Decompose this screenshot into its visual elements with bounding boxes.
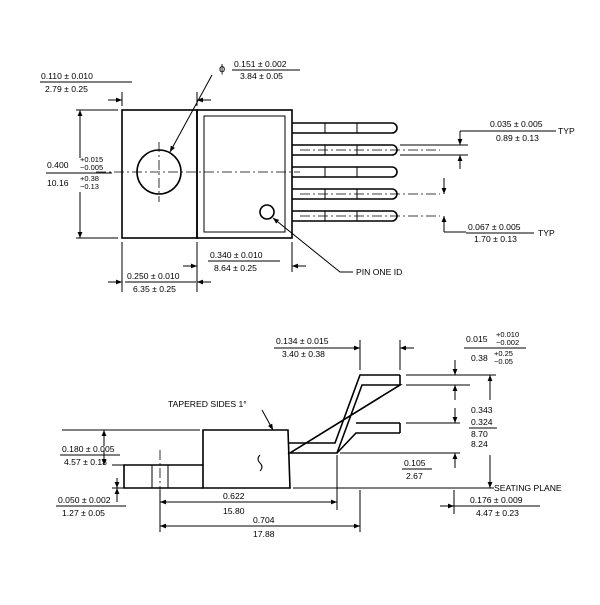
lead-width-inch: 0.035 ± 0.005 xyxy=(490,119,543,129)
tab-thickness-inch: 0.050 ± 0.002 xyxy=(58,495,111,505)
lead-tip-offset-inch: 0.176 ± 0.009 xyxy=(470,495,523,505)
lead-1 xyxy=(292,122,398,134)
dim-lead-height: 0.343 0.324 8.70 8.24 xyxy=(469,375,497,488)
pin-one-label: PIN ONE ID xyxy=(356,267,402,277)
body-length-inch: 0.340 ± 0.010 xyxy=(210,250,263,260)
lead-pitch-mm: 1.70 ± 0.13 xyxy=(474,234,517,244)
lead-thickness-mm-tol-minus: −0.05 xyxy=(494,357,513,366)
standoff-inch: 0.105 xyxy=(404,458,426,468)
lead-height-inch-a: 0.343 xyxy=(471,405,493,415)
side-body-outline xyxy=(202,429,291,489)
lead-height-inch-b: 0.324 xyxy=(471,417,493,427)
lead-thickness-inch: 0.015 xyxy=(466,334,488,344)
lead-thickness-inch-tol-minus: −0.002 xyxy=(496,338,519,347)
lead-width-mm: 0.89 ± 0.13 xyxy=(496,133,539,143)
pin-one-marker xyxy=(259,204,275,220)
dim-lead-pitch: 0.067 ± 0.005 1.70 ± 0.13 TYP xyxy=(441,178,555,244)
lead-thickness-inch-tol-plus: +0.010 xyxy=(496,330,519,339)
dim-body-to-lead: 0.622 15.80 xyxy=(159,455,338,532)
dim-total-length: 0.704 17.88 xyxy=(160,490,361,539)
mounting-tab-outline xyxy=(121,109,198,239)
dim-body-length: 0.340 ± 0.010 8.64 ± 0.25 xyxy=(183,242,306,273)
total-length-inch: 0.704 xyxy=(253,515,275,525)
lead-pitch-inch: 0.067 ± 0.005 xyxy=(468,222,521,232)
pin-one-callout: PIN ONE ID xyxy=(272,217,402,277)
body-height-inch-tol-plus: +0.015 xyxy=(80,155,103,164)
lead-thickness-mm-tol-plus: +0.25 xyxy=(494,349,513,358)
side-lead-lower xyxy=(287,384,403,454)
dim-hole-diameter: ϕ 0.151 ± 0.002 3.84 ± 0.05 xyxy=(169,59,300,153)
dim-body-thickness: 0.180 ± 0.005 4.57 ± 0.13 xyxy=(60,429,200,467)
body-height-mm-tol-plus: +0.38 xyxy=(80,174,99,183)
body-length-mm: 8.64 ± 0.25 xyxy=(214,263,257,273)
side-lead-upper xyxy=(288,374,400,444)
body-height-mm-tol-minus: −0.13 xyxy=(80,182,99,191)
body-thickness-mm: 4.57 ± 0.13 xyxy=(64,457,107,467)
dim-body-height: 0.400 +0.015 −0.005 10.16 +0.38 −0.13 xyxy=(46,109,118,239)
lead-height-mm-b: 8.24 xyxy=(471,439,488,449)
body-height-inch: 0.400 xyxy=(47,160,69,170)
lead-pitch-typ: TYP xyxy=(538,228,555,238)
body-thickness-inch: 0.180 ± 0.005 xyxy=(62,444,115,454)
body-to-lead-mm: 15.80 xyxy=(223,506,245,516)
body-to-lead-inch: 0.622 xyxy=(223,491,245,501)
hole-diameter-mm: 3.84 ± 0.05 xyxy=(240,71,283,81)
dim-lead-width: 0.035 ± 0.005 0.89 ± 0.13 TYP xyxy=(400,119,575,169)
tab-width-inch: 0.110 ± 0.010 xyxy=(41,71,93,81)
dim-lead-tip-offset: 0.176 ± 0.009 4.47 ± 0.23 xyxy=(440,490,540,518)
hole-offset-inch: 0.250 ± 0.010 xyxy=(127,271,180,281)
side-lead-return xyxy=(336,432,400,454)
dim-tab-width: 0.110 ± 0.010 2.79 ± 0.25 xyxy=(40,71,211,106)
lead-tip-offset-mm: 4.47 ± 0.23 xyxy=(476,508,519,518)
lead-offset-mm: 3.40 ± 0.38 xyxy=(282,349,325,359)
tab-thickness-mm: 1.27 ± 0.05 xyxy=(62,508,105,518)
side-tab-outline xyxy=(123,464,203,489)
body-height-inch-tol-minus: −0.005 xyxy=(80,163,103,172)
lead-3 xyxy=(292,166,398,178)
lead-thickness-mm: 0.38 xyxy=(471,353,488,363)
lead-offset-inch: 0.134 ± 0.015 xyxy=(276,336,329,346)
package-body-outline xyxy=(196,109,293,239)
tab-width-mm: 2.79 ± 0.25 xyxy=(45,84,88,94)
taper-symbol xyxy=(257,454,263,472)
dim-lead-thickness: 0.015 +0.010 −0.002 0.38 +0.25 −0.05 xyxy=(406,330,526,400)
seating-plane-label: SEATING PLANE xyxy=(494,483,562,493)
dim-standoff: 0.105 2.67 xyxy=(340,408,460,481)
tapered-sides-label: TAPERED SIDES 1° xyxy=(168,399,247,409)
total-length-mm: 17.88 xyxy=(253,529,275,539)
dim-hole-offset: 0.250 ± 0.010 6.35 ± 0.25 xyxy=(108,242,211,294)
diameter-symbol: ϕ xyxy=(219,63,225,75)
side-view: 0.134 ± 0.015 3.40 ± 0.38 0.015 +0.010 −… xyxy=(56,330,562,539)
hole-offset-mm: 6.35 ± 0.25 xyxy=(133,284,176,294)
lead-width-typ: TYP xyxy=(558,126,575,136)
leads xyxy=(292,122,440,222)
hole-diameter-inch: 0.151 ± 0.002 xyxy=(234,59,287,69)
dim-lead-offset: 0.134 ± 0.015 3.40 ± 0.38 xyxy=(274,336,414,370)
tapered-sides-callout: TAPERED SIDES 1° xyxy=(168,399,274,431)
body-height-mm: 10.16 xyxy=(47,178,69,188)
standoff-mm: 2.67 xyxy=(406,471,423,481)
dim-tab-thickness: 0.050 ± 0.002 1.27 ± 0.05 xyxy=(56,464,126,518)
lead-height-mm-a: 8.70 xyxy=(471,429,488,439)
top-view: 0.110 ± 0.010 2.79 ± 0.25 ϕ 0.151 ± 0.00… xyxy=(40,59,575,294)
package-body-inner-outline xyxy=(203,115,286,233)
seating-plane: SEATING PLANE xyxy=(293,483,562,493)
